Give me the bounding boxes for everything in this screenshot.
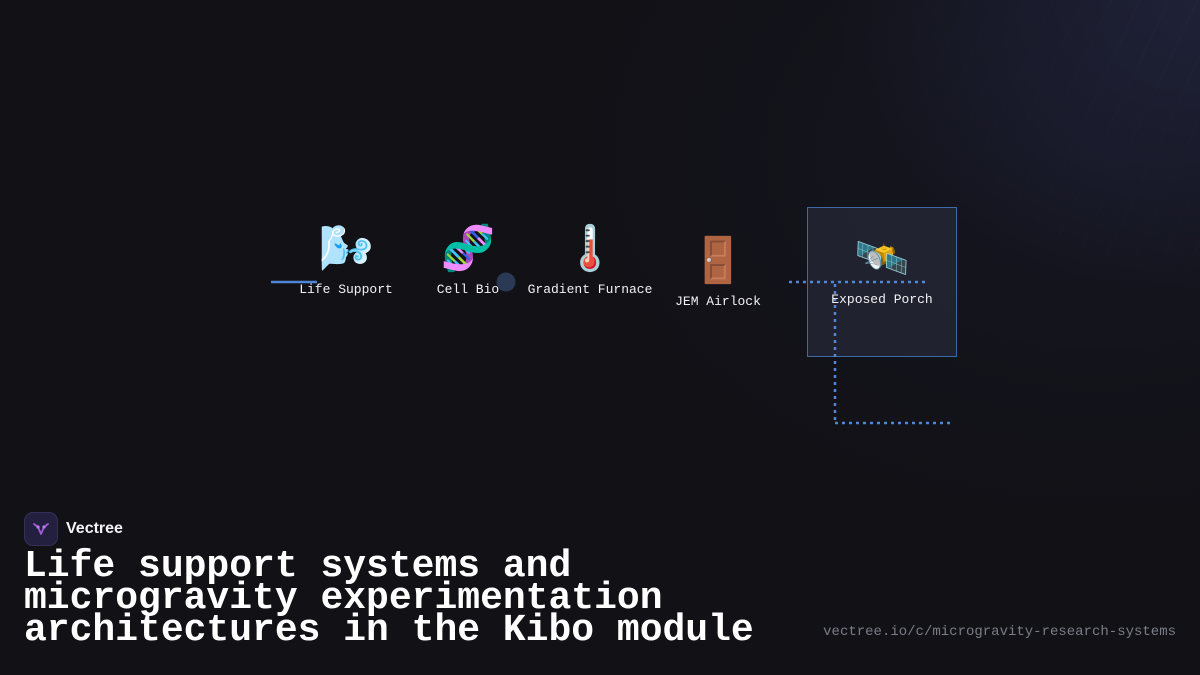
vectree-logo-mark (33, 523, 49, 535)
brand[interactable]: Vectree (24, 512, 123, 546)
thermometer-icon: 🌡️ (562, 223, 618, 274)
satellite-icon: 🛰️ (854, 233, 910, 284)
node-life-support[interactable]: 🌬️ Life Support (299, 223, 393, 298)
node-label-gradient-furnace: Gradient Furnace (527, 282, 653, 297)
node-label-life-support: Life Support (299, 282, 393, 297)
page-title: Life support systems and microgravity ex… (24, 545, 754, 652)
cell-bio-junction (496, 272, 516, 292)
node-jem-airlock[interactable]: 🚪 JEM Airlock (675, 235, 761, 310)
brand-name: Vectree (66, 520, 123, 537)
node-gradient-furnace[interactable]: 🌡️ Gradient Furnace (527, 223, 653, 298)
node-cell-bio[interactable]: 🧬 Cell Bio (436, 223, 500, 298)
page-url[interactable]: vectree.io/c/microgravity-research-syste… (823, 624, 1176, 640)
door-icon: 🚪 (690, 235, 746, 286)
node-label-exposed-porch: Exposed Porch (831, 292, 933, 307)
node-exposed-porch[interactable]: 🛰️ Exposed Porch (831, 233, 933, 308)
wind-face-icon: 🌬️ (318, 223, 374, 274)
vectree-logo-icon (24, 512, 58, 546)
node-label-cell-bio: Cell Bio (436, 282, 500, 297)
dna-icon: 🧬 (440, 223, 496, 274)
node-label-jem-airlock: JEM Airlock (675, 294, 761, 309)
